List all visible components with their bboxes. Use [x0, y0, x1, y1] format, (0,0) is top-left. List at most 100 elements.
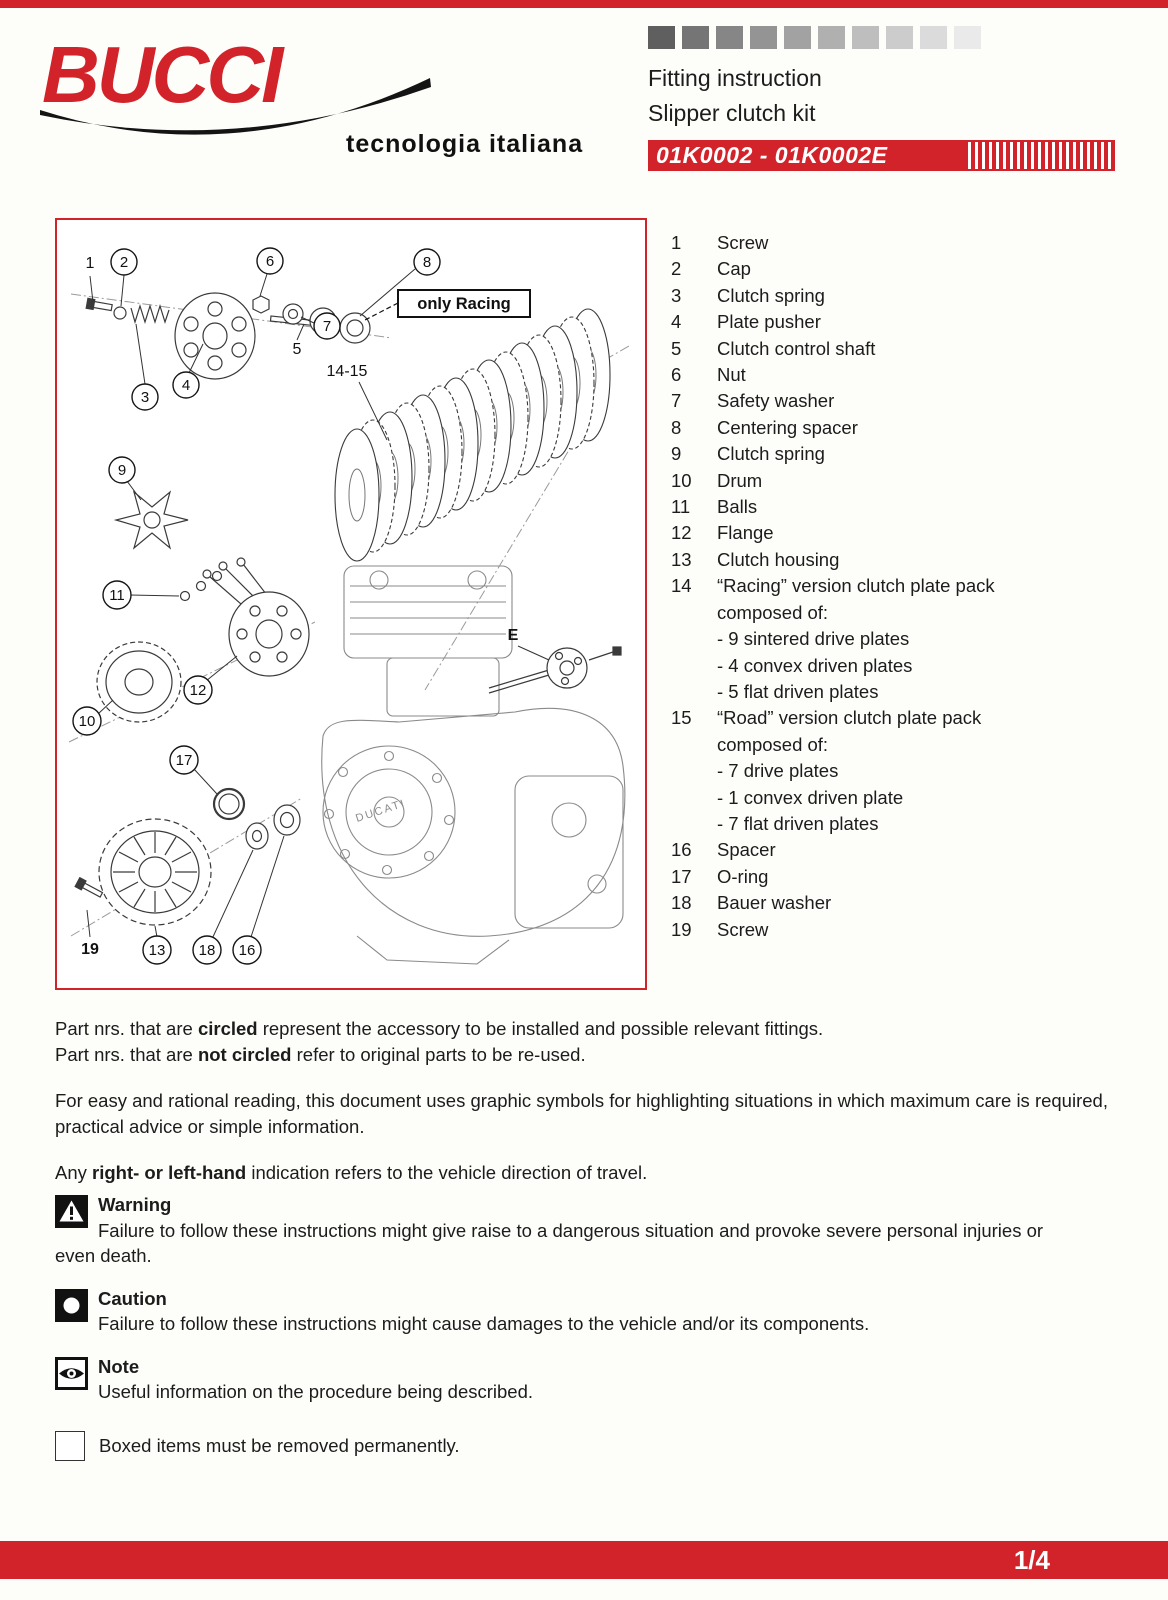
part-cap-2 — [113, 306, 127, 320]
part-row: 7 Safety washer — [671, 388, 1115, 414]
part-plate-pusher-4 — [174, 292, 256, 380]
callout-5: 5 — [293, 341, 302, 358]
part-number: 1 — [671, 232, 682, 253]
top-red-strip — [0, 0, 1168, 8]
part-name: Safety washer — [717, 390, 835, 412]
page-number: 1/4 — [1013, 1544, 1050, 1575]
circled-note-block: Part nrs. that are circled represent the… — [55, 1016, 1115, 1067]
callout-7: 7 — [313, 312, 341, 340]
part-number: 19 — [671, 918, 692, 940]
callout-8: 8 — [413, 248, 441, 276]
footer-bar: 1/4 — [0, 1541, 1168, 1579]
callout-11: 11 — [102, 580, 132, 610]
part-number: 3 — [671, 284, 682, 306]
part-safety-washer-7 — [282, 303, 304, 325]
notes-section: Part nrs. that are circled represent the… — [55, 1016, 1115, 1207]
caution-icon — [55, 1288, 88, 1322]
part-number: 18 — [671, 892, 692, 914]
shaft-label-e: E — [508, 627, 519, 644]
part-name: Balls — [717, 496, 758, 518]
part-number: 16 — [671, 839, 692, 861]
part-clutch-housing-13 — [98, 818, 212, 926]
part-drum-10 — [96, 641, 182, 723]
safety-sections: Warning Failure to follow these instruct… — [55, 1192, 1115, 1461]
note-circled: Part nrs. that are circled represent the… — [55, 1018, 824, 1039]
gradient-square — [716, 26, 743, 49]
part-bauer-washer-18 — [245, 822, 269, 850]
part-clutch-spring-9 — [113, 490, 189, 550]
part-subitem: - 7 flat driven plates — [717, 812, 879, 834]
symbols-note-block: For easy and rational reading, this docu… — [55, 1088, 1115, 1139]
part-e-flange — [488, 646, 622, 694]
callout-2: 2 — [110, 248, 138, 276]
direction-note-block: Any right- or left-hand indication refer… — [55, 1160, 1115, 1186]
svg-text:12: 12 — [190, 682, 207, 699]
part-number: 10 — [671, 469, 692, 491]
part-numbers: 01K0002 - 01K0002E — [656, 142, 888, 168]
svg-text:16: 16 — [239, 942, 256, 959]
part-row: 3 Clutch spring — [671, 283, 1115, 309]
gradient-square — [920, 26, 947, 49]
gradient-square — [818, 26, 845, 49]
part-name: “Road” version clutch plate pack compose… — [717, 707, 982, 755]
note-body: Useful information on the procedure bein… — [98, 1381, 534, 1402]
part-number: 7 — [671, 390, 682, 412]
part-subitem: - 4 convex driven plates — [717, 654, 913, 676]
empty-box-icon — [55, 1430, 85, 1461]
part-row: 8 Centering spacer — [671, 415, 1115, 441]
clutch-plate-stack — [334, 308, 611, 562]
part-name: Clutch spring — [717, 284, 825, 306]
note-title: Note — [98, 1355, 140, 1377]
part-number: 14 — [671, 575, 692, 597]
svg-text:6: 6 — [266, 253, 274, 270]
callout-3: 3 — [131, 383, 159, 411]
part-name: Clutch control shaft — [717, 337, 876, 359]
gradient-square — [954, 26, 981, 49]
warning-section: Warning Failure to follow these instruct… — [55, 1192, 1050, 1269]
exploded-diagram: DUCATI E — [68, 247, 630, 965]
caution-title: Caution — [98, 1287, 167, 1309]
only-racing-label: only Racing — [417, 295, 511, 313]
svg-text:18: 18 — [199, 942, 216, 959]
leader-e — [517, 645, 550, 661]
part-name: Centering spacer — [717, 416, 858, 438]
note-eye-icon — [55, 1356, 88, 1390]
warning-title: Warning — [98, 1194, 172, 1215]
callout-12: 12 — [183, 675, 213, 705]
engine-brand-label: DUCATI — [354, 797, 407, 825]
part-number: 5 — [671, 337, 682, 359]
header-right: Fitting instruction Slipper clutch kit 0… — [648, 26, 1115, 171]
part-name: Clutch housing — [717, 548, 840, 570]
svg-text:3: 3 — [141, 389, 149, 406]
part-number: 8 — [671, 416, 682, 438]
warning-icon — [55, 1195, 88, 1228]
callout-6: 6 — [256, 247, 284, 275]
note-section: Note Useful information on the procedure… — [55, 1354, 1050, 1405]
callout-18: 18 — [192, 935, 222, 965]
gradient-square — [648, 26, 675, 49]
exploded-diagram-box: DUCATI E — [55, 218, 647, 990]
part-number: 2 — [671, 258, 682, 280]
circled-callouts: 2 6 8 7 3 4 9 11 12 10 17 13 18 16 — [72, 247, 441, 965]
note-symbols: For easy and rational reading, this docu… — [55, 1090, 1108, 1137]
caution-body: Failure to follow these instructions mig… — [98, 1313, 870, 1334]
part-number: 9 — [671, 443, 682, 465]
svg-text:4: 4 — [182, 377, 190, 394]
gradient-square — [682, 26, 709, 49]
gradient-square — [886, 26, 913, 49]
bucci-logo-svg: BUCCI — [40, 30, 431, 135]
part-name: Plate pusher — [717, 311, 821, 333]
callout-10: 10 — [72, 706, 102, 736]
part-name: Screw — [717, 232, 769, 253]
